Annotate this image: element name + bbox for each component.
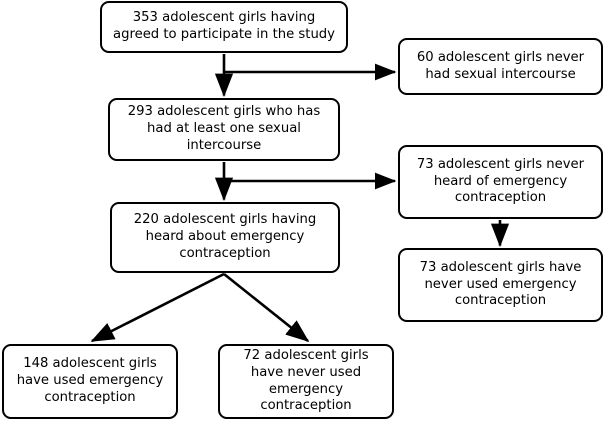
- node-never-used-ec-label: 72 adolescent girls have never used emer…: [243, 347, 369, 414]
- node-used-ec-label: 148 adolescent girls have used emergency…: [16, 356, 164, 405]
- node-enrolled-label: 353 adolescent girls having agreed to pa…: [113, 10, 335, 42]
- node-had-sexual-intercourse-label: 293 adolescent girls who has had at leas…: [127, 104, 321, 153]
- edge-heard-to-never-used: [223, 272, 310, 343]
- edge-heard-to-used: [90, 272, 225, 343]
- node-never-heard-of-ec: 73 adolescent girls never heard of emerg…: [398, 145, 603, 219]
- node-never-heard-never-used-ec-label: 73 adolescent girls have never used emer…: [419, 259, 582, 309]
- node-never-heard-of-ec-label: 73 adolescent girls never heard of emerg…: [416, 156, 585, 206]
- node-no-sexual-intercourse: 60 adolescent girls never had sexual int…: [398, 38, 603, 95]
- node-never-used-ec: 72 adolescent girls have never used emer…: [218, 344, 394, 419]
- node-had-sexual-intercourse: 293 adolescent girls who has had at leas…: [108, 98, 340, 161]
- node-heard-about-ec-label: 220 adolescent girls having heard about …: [133, 212, 317, 261]
- node-heard-about-ec: 220 adolescent girls having heard about …: [110, 202, 340, 273]
- node-enrolled: 353 adolescent girls having agreed to pa…: [100, 1, 348, 53]
- node-no-sexual-intercourse-label: 60 adolescent girls never had sexual int…: [416, 49, 585, 82]
- node-never-heard-never-used-ec: 73 adolescent girls have never used emer…: [398, 248, 603, 322]
- node-used-ec: 148 adolescent girls have used emergency…: [2, 344, 178, 419]
